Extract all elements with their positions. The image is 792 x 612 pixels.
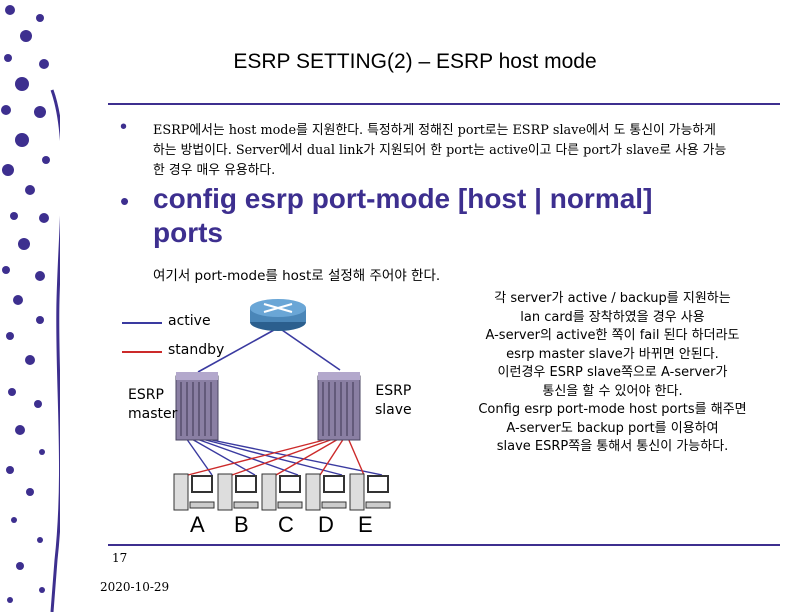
- router-icon: [250, 299, 306, 331]
- page-number: 17: [112, 551, 128, 565]
- server-label-c: C: [278, 512, 294, 537]
- server-d-icon: [305, 473, 347, 511]
- esrp-master-label-line: master: [128, 406, 178, 422]
- command-note: 여기서 port-mode를 host로 설정해 주어야 한다.: [153, 268, 441, 284]
- server-label-b: B: [234, 512, 249, 537]
- page-title: ESRP SETTING(2) – ESRP host mode: [233, 50, 597, 73]
- legend-standby-label: standby: [168, 342, 225, 358]
- bullet-text-2: config esrp port-mode [host | normal] po…: [153, 183, 653, 248]
- description-line: esrp master slave가 바뀌면 안된다.: [506, 346, 719, 362]
- server-label-e: E: [358, 512, 373, 537]
- description-line: 이런경우 ESRP slave쪽으로 A-server가: [497, 365, 728, 380]
- description-line: A-server의 active한 쪽이 fail 된다 하더라도: [485, 328, 740, 343]
- server-label-a: A: [190, 512, 205, 537]
- bullet-dot: •: [120, 116, 128, 138]
- server-label-d: D: [318, 512, 334, 537]
- esrp-slave-label-line: ESRP: [375, 383, 412, 399]
- network-diagram: [173, 299, 391, 511]
- esrp-slave-label-line: slave: [375, 402, 412, 418]
- server-b-icon: [217, 473, 259, 511]
- legend-standby-line: [122, 351, 162, 353]
- legend-active-line: [122, 322, 162, 324]
- description-line: A-server도 backup port를 이용하여: [506, 420, 719, 436]
- esrp-master-label: ESRP master: [128, 386, 177, 424]
- description-line: lan card를 장착하였을 경우 사용: [520, 309, 705, 325]
- server-e-icon: [349, 473, 391, 511]
- description-line: 각 server가 active / backup를 지원하는: [494, 291, 731, 306]
- description-line: 통신을 할 수 있어야 한다.: [542, 383, 683, 399]
- title-divider: [108, 103, 780, 105]
- description-line: slave ESRP쪽을 통해서 통신이 가능하다.: [496, 439, 729, 454]
- server-a-icon: [173, 473, 215, 511]
- description-block: 각 server가 active / backup를 지원하는 lan card…: [440, 290, 785, 457]
- esrp-master-label-line: ESRP: [128, 387, 164, 403]
- description-line: Config esrp port-mode host ports를 해주면: [478, 402, 747, 417]
- slide-date: 2020-10-29: [100, 580, 170, 594]
- server-c-icon: [261, 473, 303, 511]
- esrp-slave-label: ESRP slave: [375, 382, 412, 420]
- esrp-master-switch-icon: [175, 372, 219, 441]
- legend-active-label: active: [168, 313, 211, 329]
- esrp-slave-switch-icon: [317, 372, 361, 441]
- bullet-dot: •: [120, 186, 130, 216]
- footer-divider: [108, 544, 780, 546]
- decorative-dots: [1, 5, 60, 612]
- bullet-text-1: ESRP에서는 host mode를 지원한다. 특정하게 정해진 port로는…: [153, 123, 727, 178]
